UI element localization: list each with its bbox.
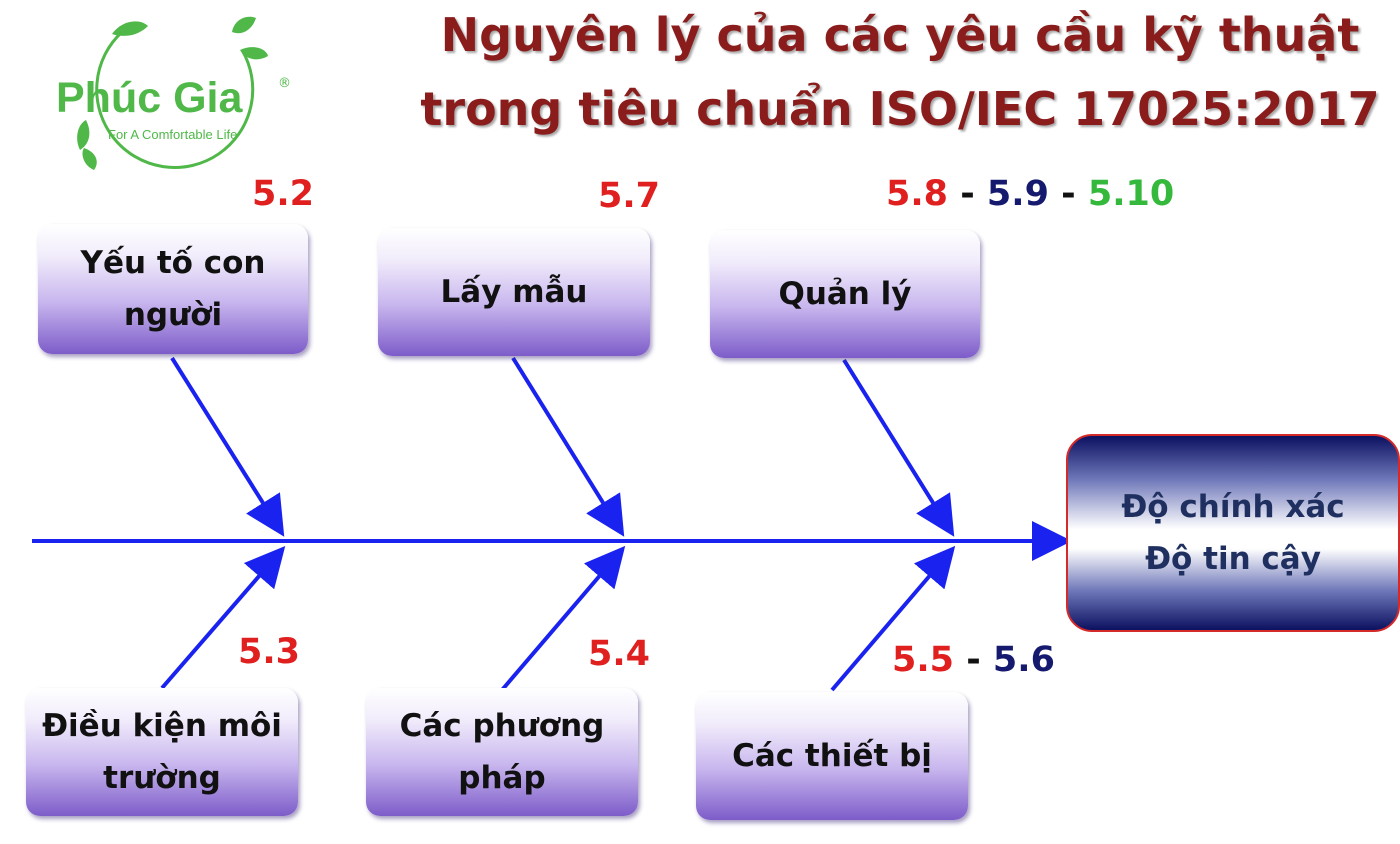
clause-code-group: 5.5 - 5.6 [892,640,1055,680]
clause-separator: - [960,174,975,214]
cause-box-cac-phuong-phap: Các phương pháp [366,688,638,816]
cause-box-lay-mau: Lấy mẫu [378,228,650,356]
effect-box: Độ chính xác Độ tin cậy [1066,434,1400,632]
bone-arrow-quan-ly [842,358,955,537]
clause-code: 5.3 [238,632,301,672]
logo-tagline: For A Comfortable Life [108,127,238,142]
effect-label-line2: Độ tin cậy [1145,541,1321,577]
company-logo: Phúc Gia ® For A Comfortable Life [52,10,302,200]
clause-code-group: 5.2 [252,174,314,214]
clause-code-group: 5.4 [588,634,650,674]
bone-arrow-cac-phuong-phap [500,545,626,692]
logo-registered-mark: ® [278,76,291,91]
cause-label-line1: Điều kiện môi [42,708,282,744]
clause-code: 5.5 [892,640,955,680]
bone-arrow-dieu-kien-moi-truong [160,545,286,690]
logo-name: Phúc Gia [56,74,243,122]
clause-code: 5.6 [992,640,1055,680]
cause-box-cac-thiet-bi: Các thiết bị [696,692,968,820]
clause-code: 5.9 [986,174,1049,214]
clause-code: 5.8 [886,174,949,214]
cause-box-yeu-to-con-nguoi: Yếu tố con người [38,224,308,354]
title-line-2: trong tiêu chuẩn ISO/IEC 17025:2017 [420,82,1380,136]
cause-label-line1: Yếu tố con [80,245,266,281]
clause-code: 5.7 [598,176,661,216]
cause-box-dieu-kien-moi-truong: Điều kiện môi trường [26,688,298,816]
clause-code-group: 5.7 [598,176,660,216]
bone-arrow-yeu-to-con-nguoi [170,356,285,537]
bone-arrow-cac-thiet-bi [830,545,956,692]
clause-code-group: 5.8 - 5.9 - 5.10 [886,174,1174,214]
leaf-ring-icon [77,16,268,170]
cause-box-quan-ly: Quản lý [710,230,980,358]
bone-arrow-lay-mau [511,356,625,537]
cause-label-line2: pháp [458,760,546,796]
clause-code-group: 5.3 [238,632,300,672]
clause-separator: - [1061,174,1076,214]
clause-code: 5.4 [588,634,651,674]
cause-label-line2: trường [103,760,221,796]
cause-label-line1: Các phương [399,708,605,744]
cause-label-line1: Lấy mẫu [440,274,588,310]
cause-label-line1: Quản lý [778,276,912,312]
clause-code: 5.2 [252,174,315,214]
cause-label-line2: người [123,297,223,333]
title-line-1: Nguyên lý của các yêu cầu kỹ thuật [440,8,1360,62]
cause-label-line1: Các thiết bị [732,738,932,774]
effect-label-line1: Độ chính xác [1121,489,1345,525]
clause-separator: - [966,640,981,680]
clause-code: 5.10 [1087,174,1175,214]
